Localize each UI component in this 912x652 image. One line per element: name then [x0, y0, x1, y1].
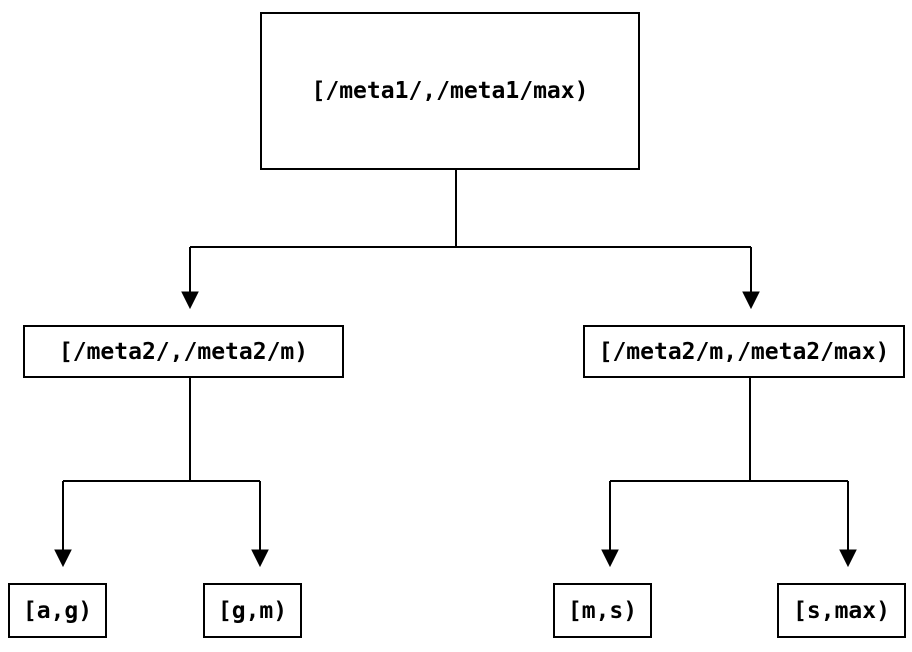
node-leaf-m-s: [m,s) — [553, 583, 652, 638]
edge-meta2-right-to-children — [609, 377, 849, 551]
edge-meta2-left-to-children — [62, 378, 261, 551]
arrowhead-icon — [742, 291, 760, 310]
node-meta2-left-label: [/meta2/,/meta2/m) — [58, 338, 309, 365]
arrowhead-icon — [839, 549, 857, 568]
node-leaf-a-g-label: [a,g) — [22, 597, 93, 624]
arrowhead-icon — [251, 549, 269, 568]
node-leaf-g-m: [g,m) — [203, 583, 302, 638]
node-leaf-m-s-label: [m,s) — [567, 597, 638, 624]
arrowhead-icon — [181, 291, 199, 310]
node-meta2-right: [/meta2/m,/meta2/max) — [583, 325, 905, 378]
node-root: [/meta1/,/meta1/max) — [260, 12, 640, 170]
node-meta2-left: [/meta2/,/meta2/m) — [23, 325, 344, 378]
arrowhead-icon — [54, 549, 72, 568]
node-leaf-s-max: [s,max) — [777, 583, 906, 638]
edge-root-to-children — [189, 170, 752, 293]
node-leaf-s-max-label: [s,max) — [793, 597, 890, 624]
node-meta2-right-label: [/meta2/m,/meta2/max) — [598, 338, 890, 365]
node-root-label: [/meta1/,/meta1/max) — [311, 78, 589, 104]
node-leaf-g-m-label: [g,m) — [217, 597, 288, 624]
node-leaf-a-g: [a,g) — [8, 583, 107, 638]
arrowhead-icon — [601, 549, 619, 568]
